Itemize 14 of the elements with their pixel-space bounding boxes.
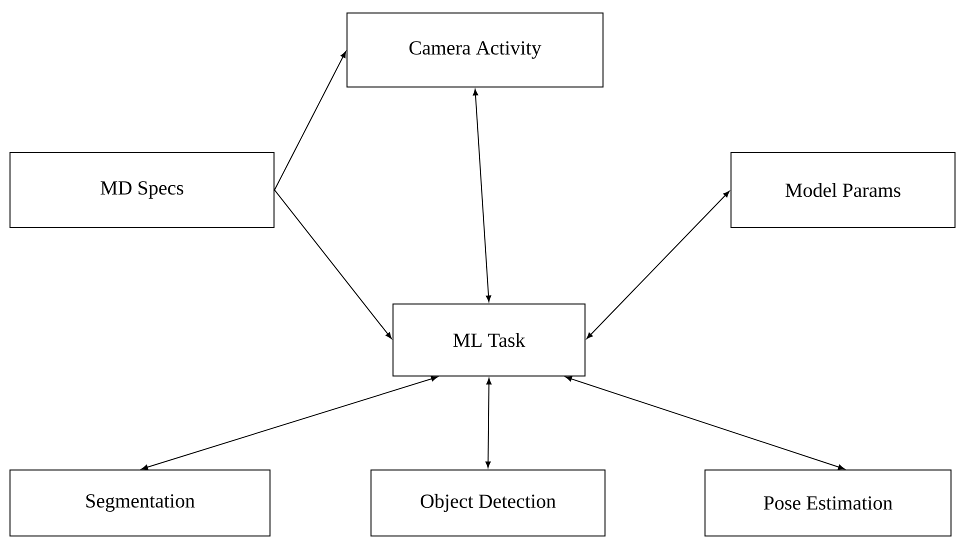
arrow	[485, 378, 492, 468]
process-box: Object Detection	[370, 469, 606, 536]
process-box: Segmentation	[10, 469, 270, 536]
process-box: Model Params	[730, 152, 956, 228]
arrow	[565, 376, 845, 470]
arrow	[141, 376, 438, 470]
arrow	[274, 189, 392, 339]
process-box: MD Specs	[10, 152, 274, 228]
arrow	[274, 51, 346, 190]
arrow	[472, 89, 492, 302]
arrow	[586, 190, 730, 339]
process-box: Camera Activity	[346, 12, 604, 88]
process-box: Pose Estimation	[704, 469, 952, 536]
process-box: ML Task	[392, 304, 586, 376]
